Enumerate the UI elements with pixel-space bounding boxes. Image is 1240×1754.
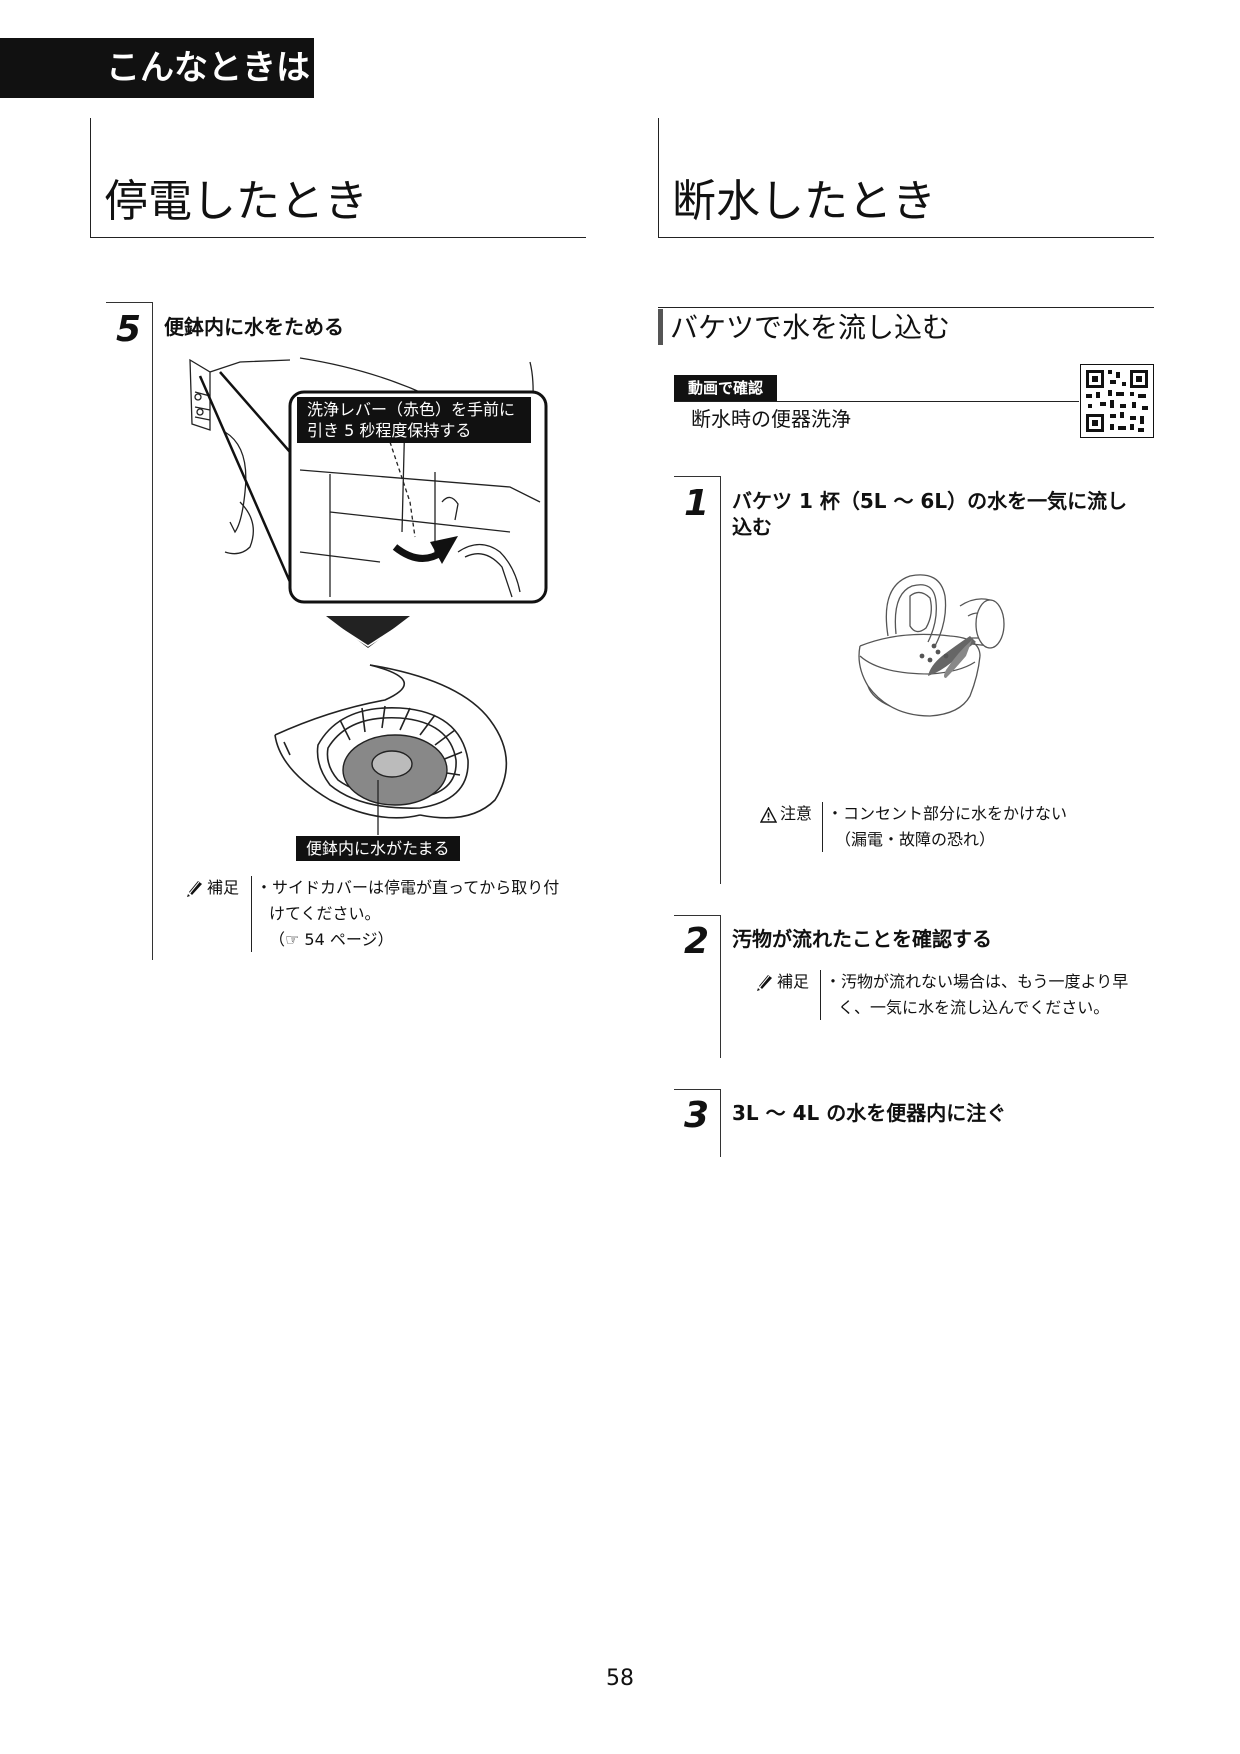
callout-line: 洗浄レバー（赤色）を手前に (307, 400, 516, 419)
step-bracket (674, 915, 720, 916)
warning-icon (760, 807, 777, 823)
step-number: 3 (684, 1095, 710, 1136)
bowl-label: 便鉢内に水がたまる (296, 836, 460, 861)
note-line: ・汚物が流れない場合は、もう一度より早 (825, 972, 1129, 991)
note-line: く、一気に水を流し込んでください。 (838, 998, 1110, 1017)
caution-line: ・コンセント部分に水をかけない (827, 804, 1068, 823)
step-text-line: バケツ 1 杯（5L ～ 6L）の水を一気に流し (732, 489, 1128, 513)
pencil-icon (757, 975, 772, 991)
caution-label: 注意 (780, 804, 813, 823)
video-title: 断水時の便器洗浄 (691, 407, 851, 431)
note-text: ・汚物が流れない場合は、もう一度より早 く、一気に水を流し込んでください。 (825, 969, 1155, 1021)
down-arrow-icon (326, 616, 410, 648)
step-number: 5 (116, 309, 142, 350)
toilet-bucket-illustration (858, 574, 1005, 717)
note-bar (251, 876, 252, 952)
step-bracket (674, 1089, 720, 1090)
section-divider-vertical (90, 118, 91, 238)
caution-bar (822, 802, 823, 852)
video-badge: 動画で確認 (674, 375, 778, 401)
step-text: 汚物が流れたことを確認する (732, 927, 992, 951)
subheading: バケツで水を流し込む (670, 311, 951, 344)
section-divider-vertical (658, 118, 659, 238)
lever-callout: 洗浄レバー（赤色）を手前に 引き 5 秒程度保持する (297, 397, 531, 443)
caution-text: ・コンセント部分に水をかけない （漏電・故障の恐れ） (827, 801, 1147, 853)
step-bar (152, 302, 153, 960)
step-bar (720, 915, 721, 1058)
section-title-water-outage: 断水したとき (672, 176, 936, 227)
video-rule (674, 401, 1079, 402)
callout-line: 引き 5 秒程度保持する (307, 421, 472, 440)
note-label: 補足 (207, 878, 240, 897)
note-page-reference: （☞ 54 ページ） (269, 930, 394, 949)
pencil-icon (187, 881, 202, 897)
subheading-marker (658, 309, 663, 345)
step-bar (720, 1089, 721, 1157)
step-bar (720, 476, 721, 884)
subheading-rule (658, 307, 1154, 308)
note-label: 補足 (777, 972, 810, 991)
step-number: 2 (684, 921, 710, 962)
qr-code-icon[interactable] (1080, 364, 1154, 438)
step-number: 1 (684, 483, 710, 524)
step-bracket (106, 302, 152, 303)
bowl-illustration (274, 664, 508, 835)
step-text-line: 込む (732, 515, 772, 539)
chapter-tab: こんなときは (0, 38, 314, 98)
note-bar (820, 970, 821, 1020)
page-number: 58 (606, 1666, 634, 1691)
step-text: 便鉢内に水をためる (164, 315, 344, 339)
caution-line: （漏電・故障の恐れ） (835, 830, 996, 849)
section-divider-horizontal (90, 237, 586, 238)
note-line: ・サイドカバーは停電が直ってから取り付 (256, 878, 560, 897)
step-text: 3L ～ 4L の水を便器内に注ぐ (732, 1101, 1007, 1125)
section-title-power-outage: 停電したとき (104, 176, 368, 227)
step-text: バケツ 1 杯（5L ～ 6L）の水を一気に流し 込む (732, 488, 1127, 540)
step-bracket (674, 476, 720, 477)
note-line: けてください。 (269, 904, 381, 923)
note-text: ・サイドカバーは停電が直ってから取り付 けてください。 （☞ 54 ページ） (256, 875, 586, 953)
lever-illustration (189, 357, 548, 604)
section-divider-horizontal (658, 237, 1154, 238)
